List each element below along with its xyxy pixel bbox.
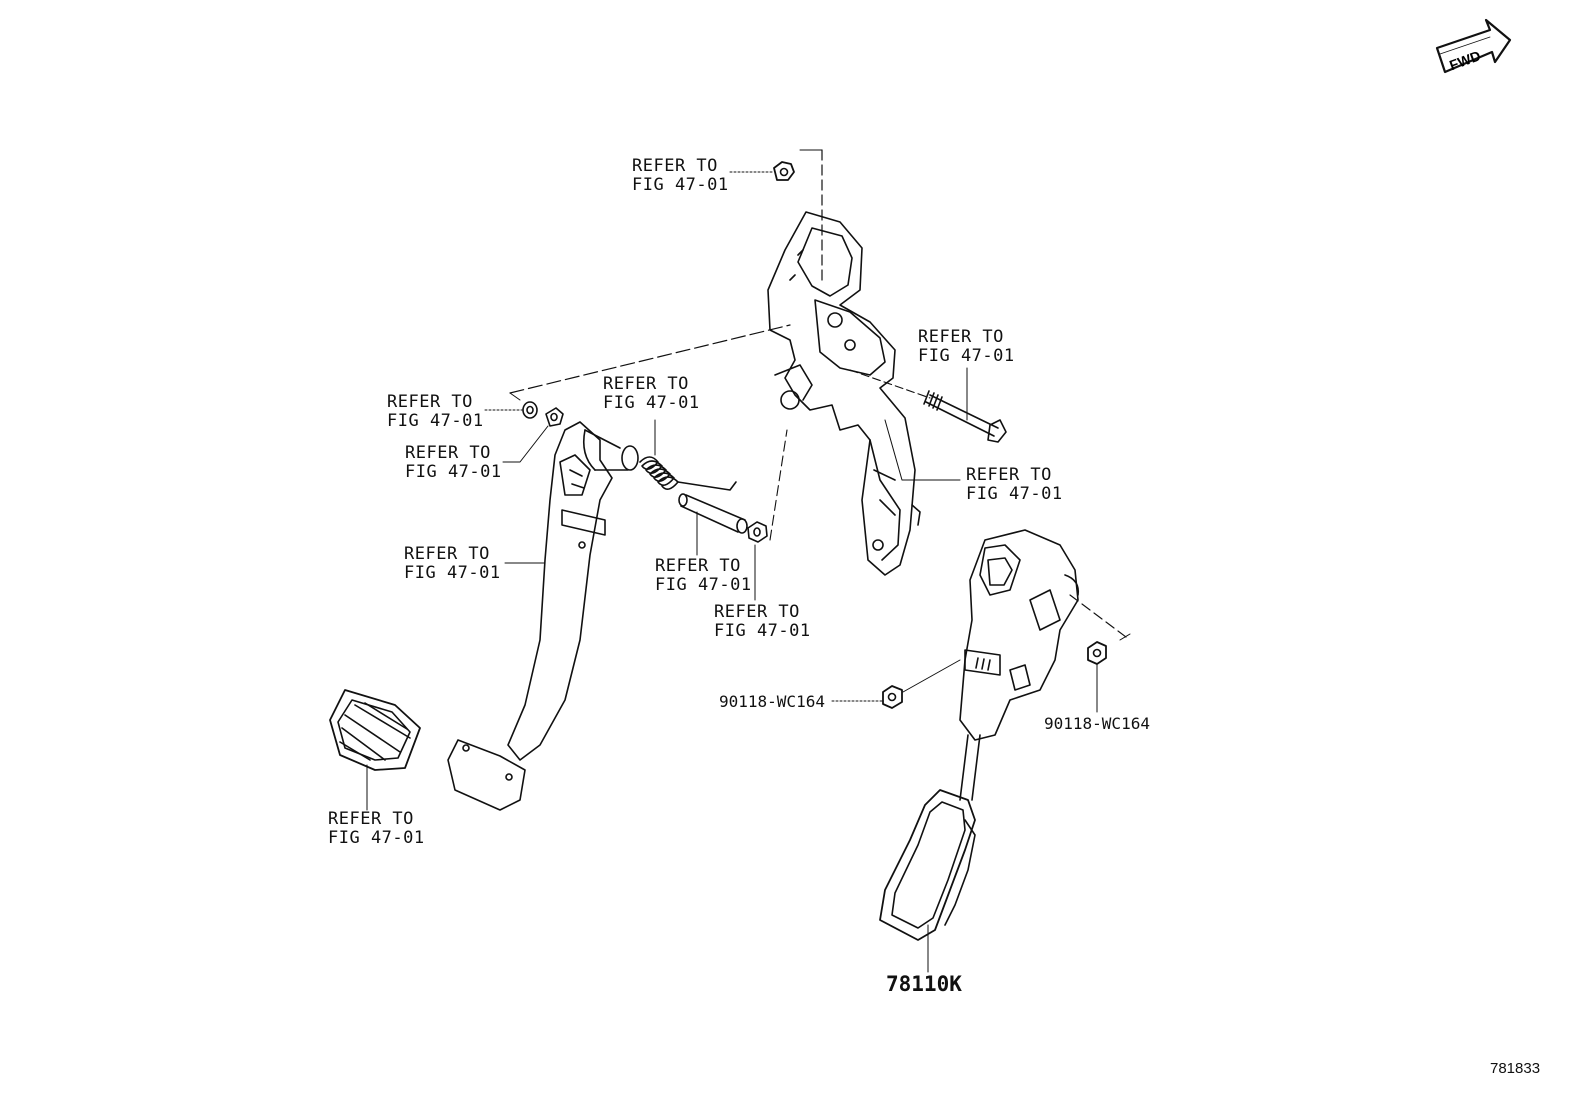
pivot-pipe: [582, 429, 639, 471]
part-number-nut-left[interactable]: 90118-WC164: [719, 692, 825, 711]
callout-line1: REFER TO: [405, 443, 491, 463]
callout-line2: FIG 47-01: [405, 462, 502, 482]
callout-left-washer[interactable]: REFER TO FIG 47-01: [387, 393, 484, 431]
callout-line2: FIG 47-01: [603, 393, 700, 413]
left-washer: [522, 401, 538, 419]
callout-line2: FIG 47-01: [387, 411, 484, 431]
right-bushing: [747, 521, 768, 543]
callout-right-bushing[interactable]: REFER TO FIG 47-01: [714, 603, 811, 641]
callout-line2: FIG 47-01: [328, 828, 425, 848]
callout-pivot-bolt[interactable]: REFER TO FIG 47-01: [918, 328, 1015, 366]
callout-line2: FIG 47-01: [632, 175, 729, 195]
callout-return-spring[interactable]: REFER TO FIG 47-01: [603, 375, 700, 413]
brake-pedal-lever: [507, 421, 613, 761]
callout-line1: REFER TO: [655, 556, 741, 576]
callout-line1: REFER TO: [966, 465, 1052, 485]
callout-left-bushing[interactable]: REFER TO FIG 47-01: [405, 444, 502, 482]
callout-line1: REFER TO: [387, 392, 473, 412]
callout-line2: FIG 47-01: [966, 484, 1063, 504]
bracket-top-nut: [773, 161, 795, 181]
callout-line2: FIG 47-01: [404, 563, 501, 583]
pedal-support-bracket: [767, 211, 921, 576]
callout-line1: REFER TO: [328, 809, 414, 829]
fwd-arrow-icon: [1435, 18, 1512, 74]
callout-pedal-pad[interactable]: REFER TO FIG 47-01: [328, 810, 425, 848]
pivot-bolt: [923, 390, 1007, 443]
callout-line1: REFER TO: [632, 156, 718, 176]
callout-brake-pedal-lever[interactable]: REFER TO FIG 47-01: [404, 545, 501, 583]
brake-pedal-plate: [447, 739, 526, 811]
nut-left: [882, 685, 903, 709]
return-spring: [639, 456, 737, 491]
callout-pedal-support[interactable]: REFER TO FIG 47-01: [966, 466, 1063, 504]
illustration-number: 781833: [1490, 1060, 1541, 1077]
collar: [678, 493, 748, 534]
left-bushing: [545, 407, 564, 427]
callout-collar[interactable]: REFER TO FIG 47-01: [655, 557, 752, 595]
part-number-nut-right[interactable]: 90118-WC164: [1044, 714, 1150, 733]
callout-line2: FIG 47-01: [918, 346, 1015, 366]
accelerator-pedal-assembly: [879, 529, 1080, 941]
callout-line1: REFER TO: [918, 327, 1004, 347]
callout-line1: REFER TO: [714, 602, 800, 622]
callout-line2: FIG 47-01: [714, 621, 811, 641]
brake-pedal-pad: [329, 689, 421, 771]
callout-line1: REFER TO: [404, 544, 490, 564]
part-number-accelerator-assembly[interactable]: 78110K: [886, 972, 962, 996]
callout-line1: REFER TO: [603, 374, 689, 394]
callout-line2: FIG 47-01: [655, 575, 752, 595]
nut-right: [1087, 641, 1107, 665]
callout-bracket-top-nut[interactable]: REFER TO FIG 47-01: [632, 157, 729, 195]
